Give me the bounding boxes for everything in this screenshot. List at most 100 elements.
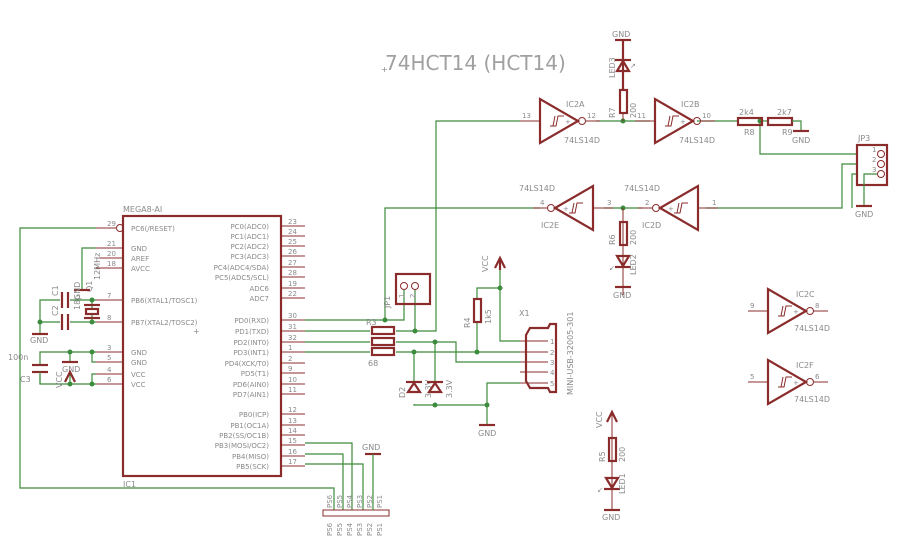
hysteresis-icon	[780, 305, 784, 317]
led-led3[interactable]: LED3 ↗	[608, 57, 636, 78]
isp-pin-label-top: PS3	[356, 495, 364, 508]
led-led2[interactable]: LED2 ↙	[609, 254, 638, 275]
r3-body[interactable]	[370, 325, 396, 336]
junction	[432, 339, 438, 345]
led1-body[interactable]	[604, 476, 620, 491]
ic1-pin-label: PC4(ADC4/SDA)	[214, 264, 270, 272]
capacitor-c2[interactable]: C2	[51, 305, 70, 330]
d1-body[interactable]	[426, 381, 444, 394]
q1-body[interactable]	[84, 307, 100, 316]
resistor-r7[interactable]: R7 200	[608, 88, 638, 121]
jp1-name: JP1	[383, 296, 392, 309]
ic1-left-pins: 29PC6(/RESET)21GND20AREF18AVCC7PB6(XTAL1…	[96, 220, 198, 389]
gate-plus-mark: +	[563, 205, 569, 213]
r8-body[interactable]	[736, 116, 764, 127]
capacitor-c3[interactable]: 100n C3	[8, 353, 48, 384]
r9-body[interactable]	[766, 116, 794, 127]
resistor-r5[interactable]: R5 200	[598, 436, 627, 463]
isp-pin-label-top: PS2	[366, 495, 374, 508]
isp-pin-label-top: PS5	[336, 495, 344, 508]
jp1-pin-1[interactable]	[400, 282, 408, 290]
wire-diode-gnd	[413, 404, 487, 406]
ic1-pin-label: PD4(XCK/T0)	[225, 360, 270, 368]
led2-body[interactable]	[615, 254, 631, 269]
jp1-pin-2[interactable]	[411, 282, 419, 290]
zener-d1[interactable]: 3.3V	[426, 379, 454, 398]
r4-body[interactable]	[472, 297, 483, 324]
r7-body[interactable]	[618, 88, 629, 115]
ic1-pin-number: 17	[288, 458, 297, 466]
jumper-jp1[interactable]: JP1 1 2	[383, 272, 432, 309]
ic1-pin-label: VCC	[131, 381, 146, 389]
x1-pin-3: 3	[550, 359, 554, 367]
ic1-pin-number: 31	[288, 323, 297, 331]
led-led1[interactable]: LED1 ↙	[597, 473, 627, 494]
jp3-pin3-label: 3	[872, 166, 876, 174]
jumper-jp3[interactable]: 1 2 3 JP3	[855, 134, 889, 187]
capacitor-c1[interactable]: C1 18p	[51, 285, 82, 310]
resistor-r2[interactable]: 68	[368, 346, 396, 368]
gate-triangle[interactable]	[657, 184, 700, 232]
isp-pin-label-bottom: PS3	[356, 523, 364, 536]
resistor-r3[interactable]: R3	[366, 318, 396, 336]
ic1-pin-number: 24	[288, 228, 297, 236]
gate-value: 74LS14D	[679, 136, 715, 145]
led3-body[interactable]	[615, 58, 631, 73]
resistor-r1[interactable]	[370, 336, 396, 347]
d2-value: 3.3V	[424, 379, 433, 398]
ic1-pin-label: PD5(T1)	[241, 370, 270, 378]
vcc-symbol: VCC	[595, 409, 618, 428]
d2-body[interactable]	[405, 381, 423, 394]
hysteresis-icon	[667, 115, 671, 127]
sheet-title: 74HCT14 (HCT14)	[385, 51, 566, 75]
resistor-r6[interactable]: R6 200	[608, 220, 638, 247]
crystal-q1[interactable]: 12MHz Q1	[84, 253, 102, 320]
ic1-pin-number: 2	[288, 355, 292, 363]
jp1-body[interactable]	[394, 272, 432, 306]
isp-pin-label-top: PS6	[326, 494, 334, 508]
isp-body[interactable]	[322, 509, 390, 517]
ic1-pin-label: PC2(ADC2)	[230, 243, 269, 251]
r1-body[interactable]	[370, 336, 396, 347]
junction	[432, 402, 438, 408]
usb-connector-x1[interactable]: 1 2 3 4 5 X1 MINI-USB-32005-301	[519, 309, 575, 395]
jp3-pin-2[interactable]	[877, 160, 885, 168]
wire-jp3-gnd	[851, 173, 858, 208]
r5-body[interactable]	[607, 436, 618, 463]
gate-value: 74LS14D	[794, 395, 830, 404]
jp3-pin-1[interactable]	[877, 150, 885, 158]
ic1-pin-number: 3	[107, 344, 111, 352]
gate-value: 74LS14D	[519, 184, 555, 193]
r6-body[interactable]	[618, 220, 629, 247]
resistor-r4[interactable]: R4 1k5	[463, 297, 493, 328]
r2-body[interactable]	[370, 346, 396, 357]
x1-pin-4: 4	[550, 369, 555, 377]
isp-pin-label-top: PS1	[376, 495, 384, 508]
zener-d2[interactable]: D2 3.3V	[398, 379, 433, 398]
gate-name: IC2C	[796, 290, 815, 299]
ic1-pin-number: 20	[107, 250, 116, 258]
c1-value: 18p	[73, 295, 82, 310]
ic1-mega8[interactable]: MEGA8-AI IC1 + 29PC6(/RESET)21GND20AREF1…	[96, 205, 305, 489]
ic1-body[interactable]	[121, 214, 283, 478]
gnd-vcc-symbols: GND VCC	[55, 360, 80, 388]
gnd-symbol: GND	[792, 129, 810, 145]
resistor-r9[interactable]: 2k7 R9	[766, 108, 802, 137]
ic1-pin-label: PD0(RXD)	[234, 317, 269, 325]
gate-triangle[interactable]	[552, 184, 595, 232]
gnd-symbol: GND	[613, 285, 631, 300]
resistor-r8[interactable]: 2k4 R8	[736, 108, 764, 137]
jp3-body[interactable]	[855, 143, 889, 187]
title-origin-mark: +	[381, 65, 388, 74]
c2-name: C2	[51, 305, 60, 316]
jp3-pin-3[interactable]	[877, 170, 885, 178]
x1-body[interactable]	[524, 322, 558, 394]
jp3-name: JP3	[857, 134, 870, 143]
